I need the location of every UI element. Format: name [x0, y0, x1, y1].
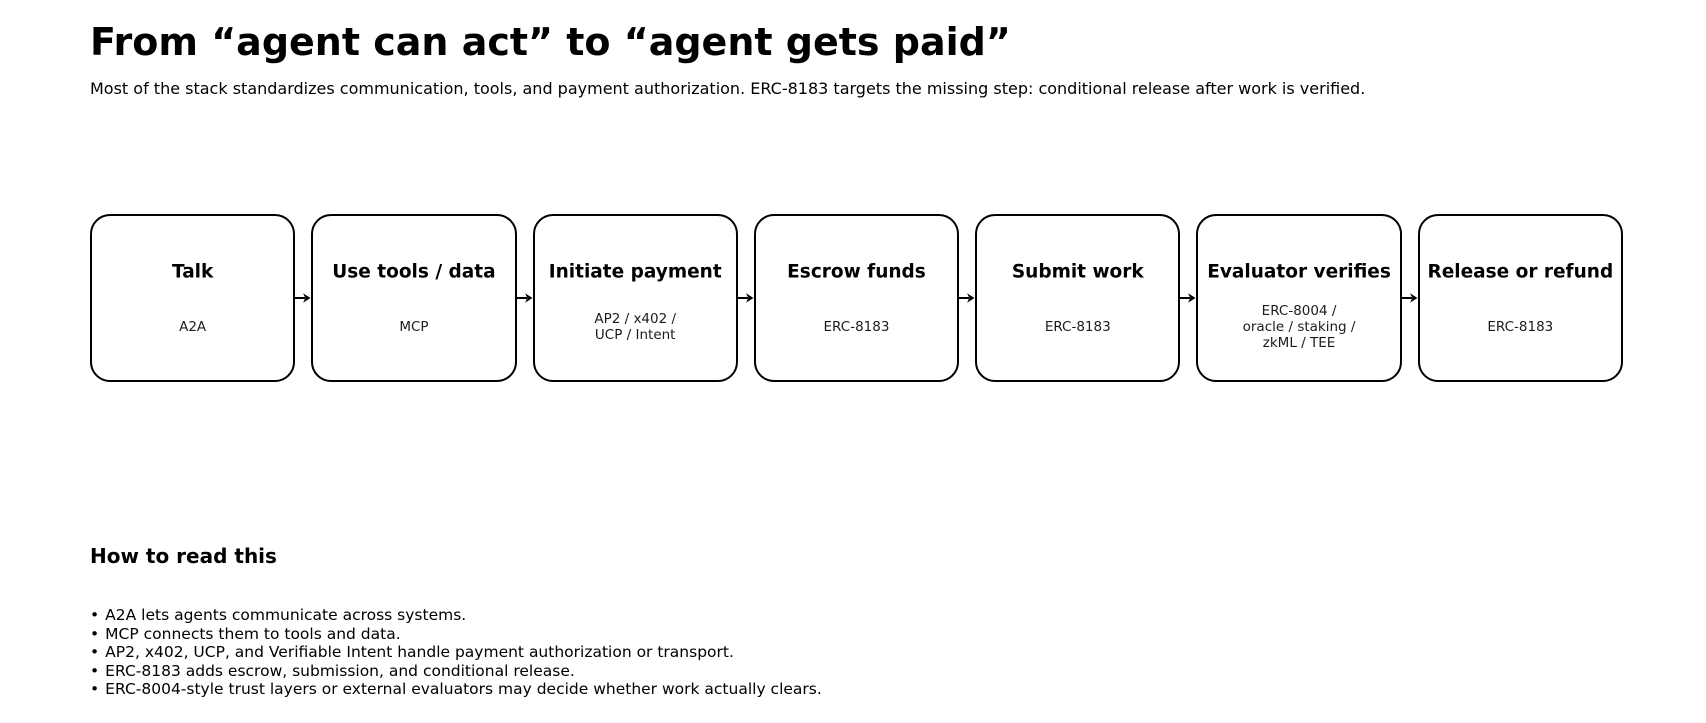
legend-bullet: • AP2, x402, UCP, and Verifiable Intent h… — [90, 643, 1630, 662]
flow-arrow-icon — [1180, 290, 1196, 306]
flow-step-sub: ERC-8183 — [1044, 319, 1111, 336]
bullet-icon: • — [90, 624, 100, 643]
flow-step-title: Release or refund — [1427, 261, 1614, 283]
legend-bullet: • ERC-8183 adds escrow, submission, and c… — [90, 662, 1630, 681]
flow-step-initiate-payment: Initiate payment AP2 / x402 / UCP / Inte… — [532, 214, 738, 382]
flow-diagram: Talk A2A Use tools / data MCP Initiate p… — [90, 214, 1623, 382]
flow-step-sub: ERC-8183 — [1487, 319, 1554, 336]
flow-arrow-icon — [516, 290, 533, 306]
legend-bullet-text: ERC-8183 adds escrow, submission, and co… — [105, 661, 575, 680]
legend-bullet-text: MCP connects them to tools and data. — [105, 624, 401, 643]
flow-arrow-icon — [1401, 290, 1418, 306]
bullet-icon: • — [90, 680, 100, 699]
legend-bullet-list: • A2A lets agents communicate across syst… — [90, 606, 1630, 699]
bullet-icon: • — [90, 661, 100, 680]
flow-step-title: Use tools / data — [332, 261, 496, 283]
flow-arrow-icon — [959, 290, 975, 306]
page-subtitle: Most of the stack standardizes communica… — [90, 78, 1366, 98]
flow-step-use-tools: Use tools / data MCP — [311, 214, 517, 382]
legend-bullet-text: AP2, x402, UCP, and Verifiable Intent ha… — [105, 643, 734, 662]
flow-step-title: Talk — [171, 261, 214, 283]
flow-step-submit-work: Submit work ERC-8183 — [975, 214, 1181, 382]
flow-step-sub: AP2 / x402 / UCP / Intent — [594, 311, 677, 343]
legend-bullet: • A2A lets agents communicate across syst… — [90, 606, 1630, 625]
flow-step-sub: A2A — [179, 319, 207, 336]
flow-arrow-icon — [295, 290, 311, 306]
flow-step-escrow-funds: Escrow funds ERC-8183 — [753, 214, 960, 382]
legend-bullet: • MCP connects them to tools and data. — [90, 625, 1630, 644]
flow-step-talk: Talk A2A — [90, 214, 296, 382]
bullet-icon: • — [90, 606, 100, 624]
flow-step-sub: ERC-8183 — [823, 319, 890, 336]
legend-bullet: • ERC-8004-style trust layers or external… — [90, 680, 1630, 699]
legend-bullet-text: ERC-8004-style trust layers or external … — [105, 680, 822, 699]
flow-step-sub: ERC-8004 / oracle / staking / zkML / TEE — [1242, 303, 1356, 351]
figure-header: From “agent can act” to “agent gets paid… — [90, 20, 1630, 99]
flow-arrow-icon — [737, 290, 754, 306]
legend-heading: How to read this — [90, 544, 277, 568]
flow-step-evaluator-verifies: Evaluator verifies ERC-8004 / oracle / s… — [1196, 214, 1402, 382]
flow-step-title: Submit work — [1011, 261, 1144, 283]
flow-step-title: Initiate payment — [548, 261, 722, 283]
bullet-icon: • — [90, 643, 100, 662]
flow-step-release-or-refund: Release or refund ERC-8183 — [1417, 214, 1623, 382]
flow-step-title: Evaluator verifies — [1207, 261, 1391, 283]
flow-step-sub: MCP — [399, 319, 429, 336]
page-title: From “agent can act” to “agent gets paid… — [90, 20, 1011, 64]
legend-bullet-text: A2A lets agents communicate across syste… — [105, 606, 467, 624]
flow-step-title: Escrow funds — [787, 261, 926, 283]
legend-section: How to read this • A2A lets agents commun… — [90, 544, 1630, 699]
